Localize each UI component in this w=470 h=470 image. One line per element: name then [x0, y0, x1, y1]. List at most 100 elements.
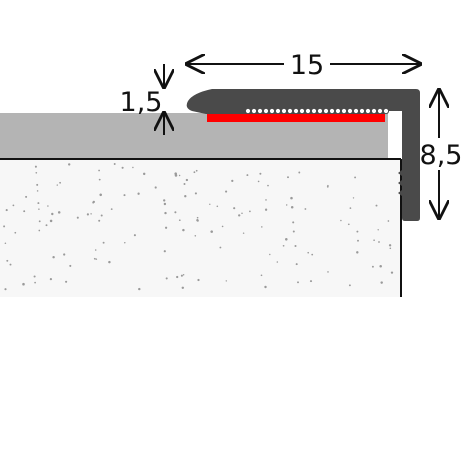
screed-dot: [285, 204, 288, 206]
screed-dot: [225, 190, 228, 193]
screed-dot: [264, 285, 267, 289]
screed-dot: [282, 244, 285, 247]
screed-dot: [352, 197, 355, 199]
screed-dot: [183, 183, 186, 185]
screed-dot: [94, 249, 97, 251]
screed-dot: [14, 231, 17, 234]
grip-groove: [358, 107, 366, 115]
height-label: 8,5: [420, 140, 463, 171]
screed-dot: [165, 277, 168, 280]
screed-dot: [184, 195, 187, 198]
screed-dot: [294, 244, 297, 248]
screed-dot: [238, 214, 241, 217]
screed-dot: [57, 211, 61, 214]
grip-groove: [292, 107, 300, 115]
screed-dot: [132, 166, 134, 169]
screed-dot: [307, 251, 310, 254]
screed-dot: [93, 257, 96, 260]
screed-dot: [356, 230, 359, 233]
screed-dot: [219, 246, 222, 249]
screed-dot: [174, 211, 177, 214]
grip-groove: [256, 107, 264, 115]
screed-dot: [98, 178, 101, 181]
screed-dot: [23, 210, 26, 213]
screed-dot: [4, 242, 7, 245]
screed-dot: [38, 229, 41, 232]
screed-dot: [387, 220, 390, 222]
screed-dot: [388, 244, 392, 247]
screed-dot: [290, 205, 294, 209]
anchor-rib: [398, 180, 402, 186]
screed-dot: [6, 259, 9, 262]
grip-groove: [268, 107, 276, 115]
screed-dot: [261, 226, 263, 228]
screed-dot: [311, 253, 314, 256]
screed-dot: [195, 169, 198, 172]
screed-dot: [194, 192, 197, 195]
screed-dot: [51, 212, 54, 216]
screed-dot: [178, 219, 181, 222]
screed-dot: [163, 202, 167, 206]
screed-dot: [309, 280, 313, 283]
screed-dot: [52, 255, 55, 259]
screed-dot: [221, 225, 224, 228]
screed-dot: [233, 207, 236, 210]
screed-dot: [35, 171, 38, 174]
screed-dot: [354, 176, 357, 179]
screed-dot: [56, 184, 58, 186]
screed-dot: [193, 171, 196, 174]
screed-dot: [110, 208, 113, 210]
screed-dot: [69, 264, 72, 267]
screed-dot: [371, 265, 374, 268]
screed-dot: [86, 213, 90, 216]
screed-dot: [377, 229, 379, 231]
screed-dot: [373, 239, 375, 241]
screed-dot: [59, 181, 61, 184]
screed-block: [0, 159, 401, 297]
screed-dot: [182, 274, 185, 276]
grip-groove: [352, 107, 360, 115]
screed-dot: [37, 202, 40, 205]
anchor-rib: [398, 170, 402, 176]
screed-dot: [47, 205, 49, 207]
screed-dot: [197, 278, 200, 282]
screed-dot: [142, 172, 146, 176]
screed-dot: [242, 232, 245, 234]
screed-dot: [264, 208, 268, 211]
screed-dot: [36, 190, 39, 192]
screed-dot: [38, 220, 41, 223]
screed-dot: [290, 196, 293, 200]
screed-dot: [196, 219, 199, 222]
screed-dot: [49, 219, 53, 223]
screed-dot: [33, 275, 36, 278]
screed-dot: [380, 281, 383, 284]
grip-groove: [280, 107, 288, 115]
screed-dot: [357, 239, 359, 242]
adhesive-tape: [207, 114, 385, 122]
screed-dot: [249, 210, 251, 213]
screed-dot: [164, 226, 168, 229]
anchor-rib: [398, 190, 402, 196]
screed-dot: [287, 176, 289, 179]
screed-dot: [327, 271, 329, 273]
screed-dot: [375, 204, 378, 207]
profile-grip-grooves: [244, 107, 390, 115]
screed-dot: [389, 247, 392, 250]
screed-dot: [241, 212, 243, 214]
grip-groove: [376, 107, 384, 115]
screed-dot: [298, 171, 301, 174]
screed-dot: [194, 235, 197, 237]
screed-dot: [4, 288, 7, 291]
screed-dot: [34, 281, 36, 284]
nosing-profile: [186, 89, 420, 221]
screed-dot: [95, 258, 98, 260]
screed-dot: [180, 274, 183, 277]
screed-dot: [297, 281, 299, 284]
screed-dot: [108, 260, 111, 264]
grip-groove: [328, 107, 336, 115]
screed-dot: [90, 213, 92, 215]
screed-dot: [231, 179, 234, 183]
screed-dot: [34, 165, 37, 168]
grip-groove: [244, 107, 252, 115]
